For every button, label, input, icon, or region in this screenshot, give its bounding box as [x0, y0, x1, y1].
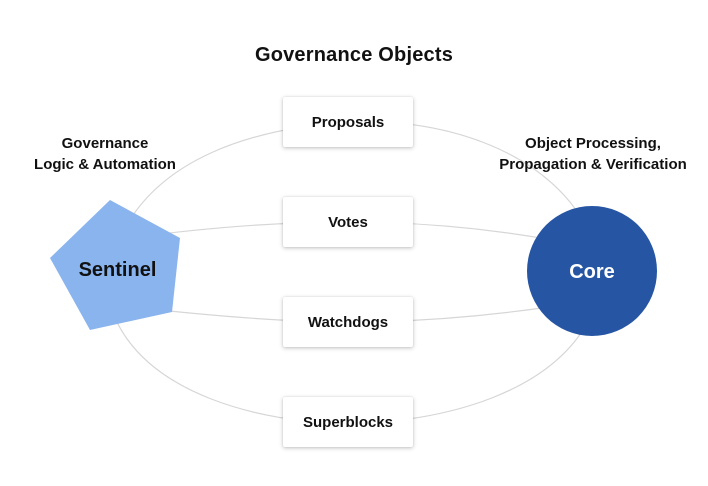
core-caption: Object Processing, Propagation & Verific…	[478, 133, 708, 175]
sentinel-caption-line: Logic & Automation	[34, 156, 176, 173]
sentinel-caption-line: Governance	[61, 135, 149, 152]
diagram-title: Governance Objects	[254, 44, 454, 66]
sentinel-caption: Governance Logic & Automation	[20, 133, 190, 175]
object-box-watchdogs: Watchdogs	[283, 297, 413, 347]
core-label: Core	[569, 261, 615, 283]
object-box-votes: Votes	[283, 197, 413, 247]
object-box-superblocks: Superblocks	[283, 397, 413, 447]
core-circle	[527, 206, 657, 336]
core-caption-line: Object Processing,	[525, 135, 661, 152]
object-box-proposals: Proposals	[283, 97, 413, 147]
sentinel-pentagon	[50, 200, 180, 330]
sentinel-label: Sentinel	[78, 259, 157, 281]
core-caption-line: Propagation & Verification	[499, 156, 687, 173]
